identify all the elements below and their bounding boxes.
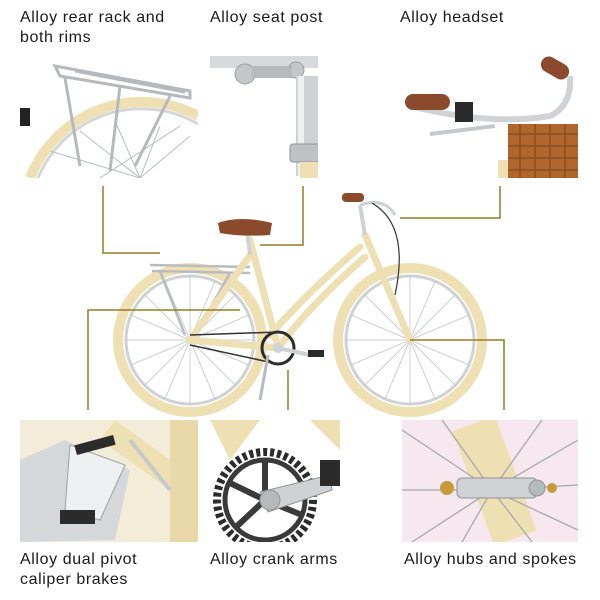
- seat-post-photo: [210, 56, 318, 178]
- crank-photo: [210, 420, 340, 542]
- caption-rear-rack: Alloy rear rack and both rims: [20, 9, 165, 46]
- caption-headset: Alloy headset: [400, 9, 504, 26]
- brakes-photo: [20, 420, 198, 542]
- hubs-photo: [402, 420, 578, 542]
- rear-rack-photo: [20, 56, 198, 178]
- caption-hubs: Alloy hubs and spokes: [404, 551, 577, 568]
- headset-photo: [400, 56, 578, 178]
- caption-brakes: Alloy dual pivot caliper brakes: [20, 551, 138, 588]
- caption-crank: Alloy crank arms: [210, 551, 338, 568]
- caption-seat-post: Alloy seat post: [210, 9, 324, 26]
